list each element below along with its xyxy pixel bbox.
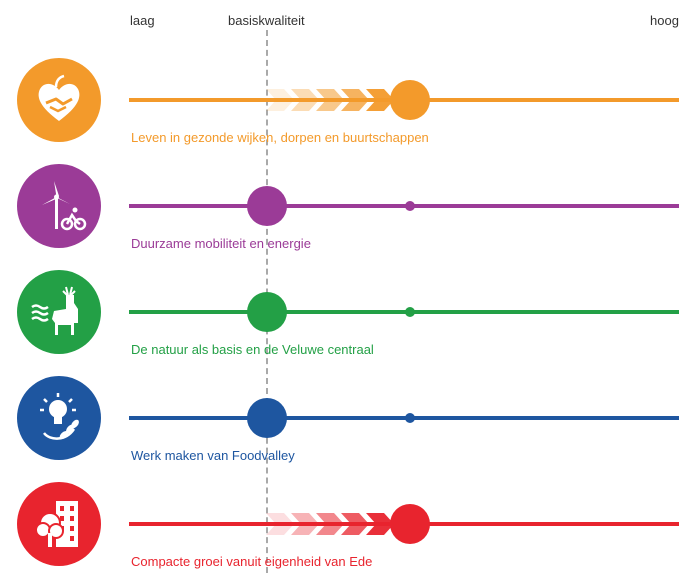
growth-arrow-chevron <box>266 89 294 111</box>
heart-apple-handshake-icon <box>38 74 80 121</box>
growth-arrows <box>266 513 394 535</box>
current-level-marker <box>247 398 287 438</box>
growth-arrow-chevron <box>316 513 344 535</box>
scale-low-label: laag <box>130 13 155 28</box>
theme-icon-circle <box>17 482 101 566</box>
theme-row-nature-veluwe: De natuur als basis en de Veluwe centraa… <box>0 270 679 370</box>
ambition-marker <box>390 504 430 544</box>
theme-label: Compacte groei vanuit eigenheid van Ede <box>131 554 373 569</box>
theme-icon-circle <box>17 270 101 354</box>
theme-row-mobility-energy: Duurzame mobiliteit en energie <box>0 164 679 264</box>
lightbulb-wheat-icon <box>40 393 79 440</box>
growth-arrow-chevron <box>266 513 294 535</box>
growth-arrow-chevron <box>291 89 319 111</box>
growth-arrow-chevron <box>316 89 344 111</box>
theme-label: Werk maken van Foodvalley <box>131 448 295 463</box>
theme-label: De natuur als basis en de Veluwe centraa… <box>131 342 374 357</box>
theme-icon-circle <box>17 376 101 460</box>
theme-icon-circle <box>17 164 101 248</box>
theme-row-foodvalley: Werk maken van Foodvalley <box>0 376 679 476</box>
theme-track-line <box>129 416 679 420</box>
growth-arrows <box>266 89 394 111</box>
growth-arrow-chevron <box>341 513 369 535</box>
scale-baseline-label: basiskwaliteit <box>228 13 305 28</box>
theme-row-compact-growth: Compacte groei vanuit eigenheid van Ede <box>0 482 679 582</box>
growth-arrow-chevron <box>366 513 394 535</box>
theme-label: Duurzame mobiliteit en energie <box>131 236 311 251</box>
ambition-marker <box>390 80 430 120</box>
growth-arrow-chevron <box>341 89 369 111</box>
current-level-marker <box>247 186 287 226</box>
ambition-marker <box>405 201 415 211</box>
ambition-marker <box>405 307 415 317</box>
building-tree-icon <box>35 501 78 547</box>
deer-water-icon <box>31 286 78 335</box>
wind-turbine-cyclist-icon <box>42 181 87 231</box>
theme-track-line <box>129 310 679 314</box>
growth-arrow-chevron <box>291 513 319 535</box>
ambition-marker <box>405 413 415 423</box>
growth-arrow-chevron <box>366 89 394 111</box>
theme-icon-circle <box>17 58 101 142</box>
theme-label: Leven in gezonde wijken, dorpen en buurt… <box>131 130 429 145</box>
theme-row-healthy-neighbourhoods: Leven in gezonde wijken, dorpen en buurt… <box>0 58 679 158</box>
theme-track-line <box>129 204 679 208</box>
scale-high-label: hoog <box>650 13 679 28</box>
current-level-marker <box>247 292 287 332</box>
